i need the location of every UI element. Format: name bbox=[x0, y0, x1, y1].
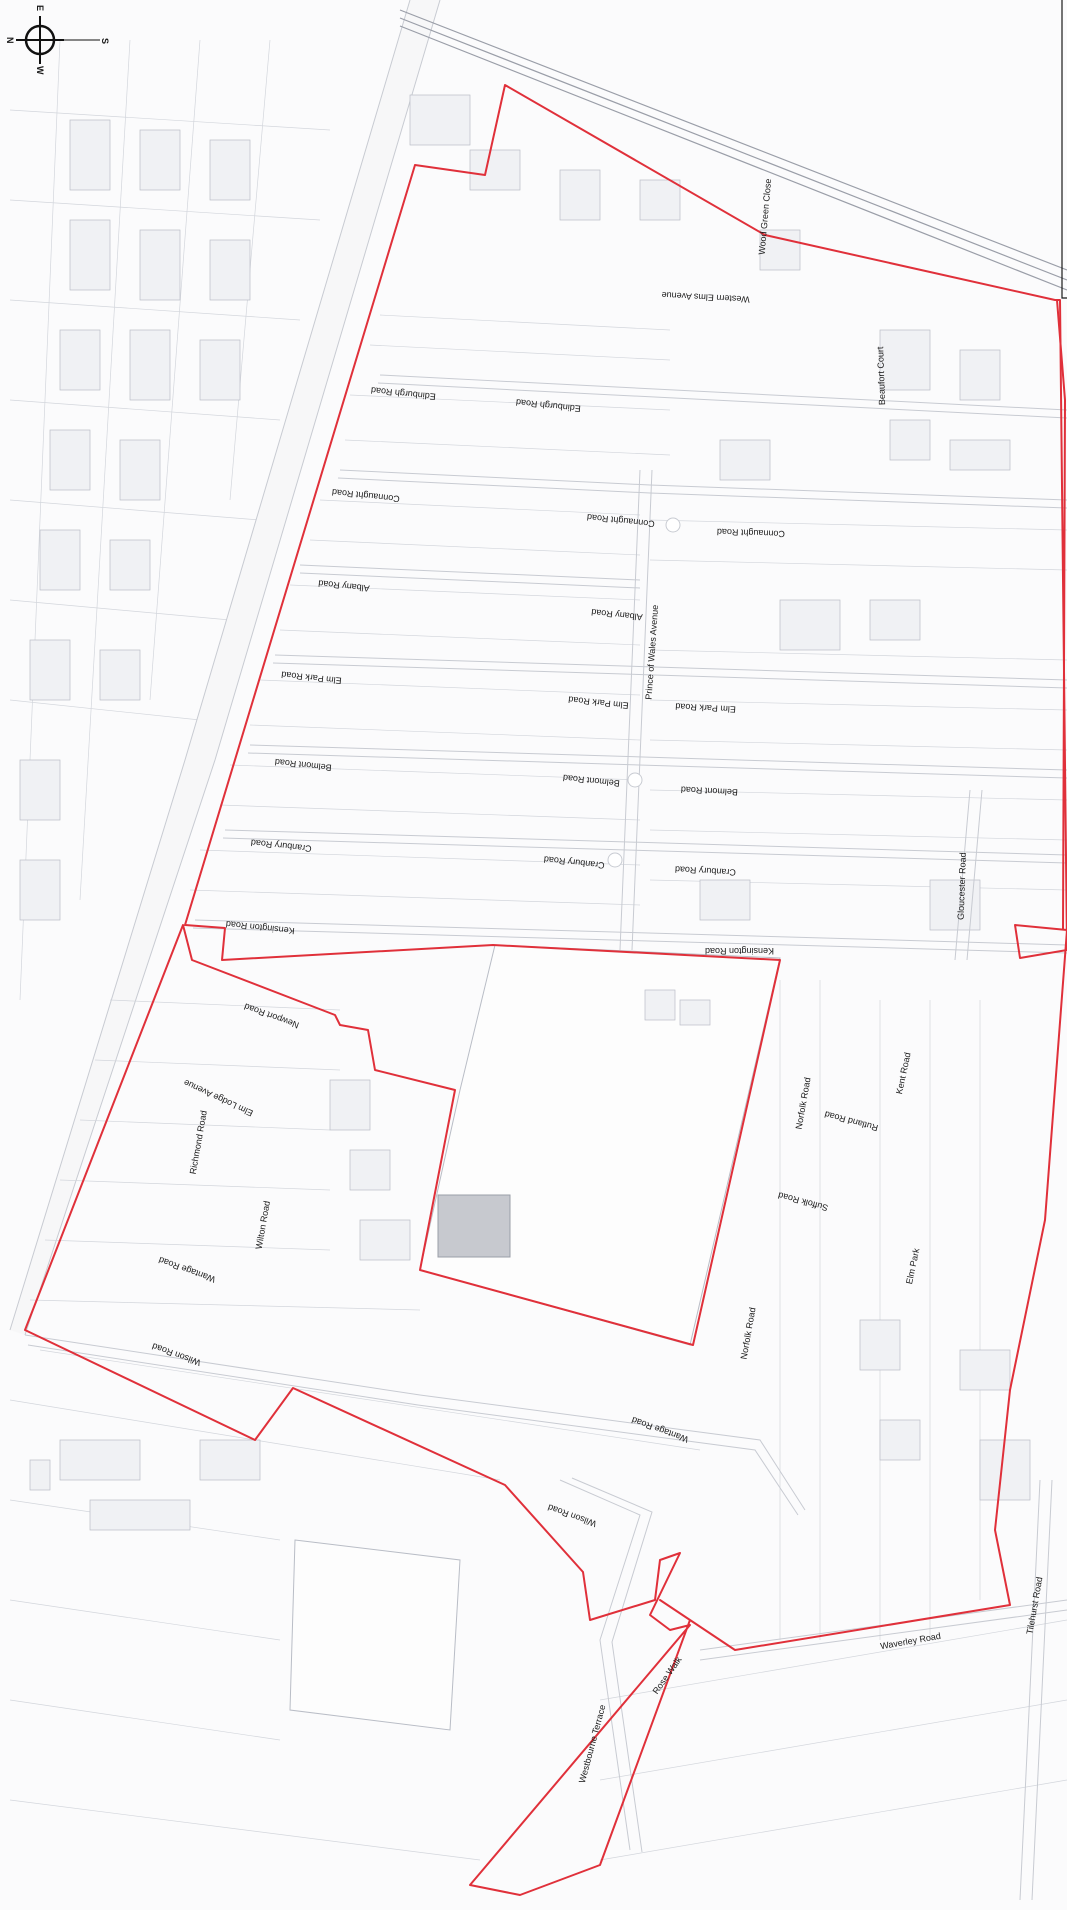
south-streets bbox=[24, 1334, 1067, 1901]
legend-box-edge bbox=[1061, 0, 1067, 299]
road-label-gloucester-road: Gloucester Road bbox=[956, 852, 968, 920]
northern-terraces bbox=[189, 94, 1067, 931]
road-label-cranbury-road-e: Cranbury Road bbox=[675, 864, 736, 877]
railway-line bbox=[399, 9, 1067, 291]
road-label-western-elms-avenue: Western Elms Avenue bbox=[661, 290, 750, 305]
compass-w: W bbox=[35, 66, 45, 75]
compass-s: S bbox=[100, 38, 110, 44]
south-west-area bbox=[9, 1399, 1067, 1861]
road-label-kensington-road-e: Kensington Road bbox=[705, 946, 774, 956]
compass-n: N bbox=[5, 37, 15, 44]
road-label-belmont-road-e: Belmont Road bbox=[681, 784, 738, 797]
boundary-east-edge bbox=[1056, 299, 1066, 931]
road-label-elm-park-road-e: Elm Park Road bbox=[675, 701, 736, 714]
pavilion-building bbox=[437, 1194, 511, 1258]
compass-rose-icon: N S E W bbox=[5, 5, 110, 75]
west-main-road bbox=[9, 0, 441, 1336]
compass-e: E bbox=[35, 5, 45, 11]
west-housing-grid bbox=[9, 39, 331, 1001]
study-area-boundary bbox=[24, 84, 1067, 1896]
north-streets bbox=[192, 374, 1067, 961]
road-label-beaufort-court: Beaufort Court bbox=[875, 346, 887, 405]
road-label-connaught-road-e: Connaught Road bbox=[717, 527, 785, 539]
southern-housing bbox=[29, 980, 1031, 1640]
